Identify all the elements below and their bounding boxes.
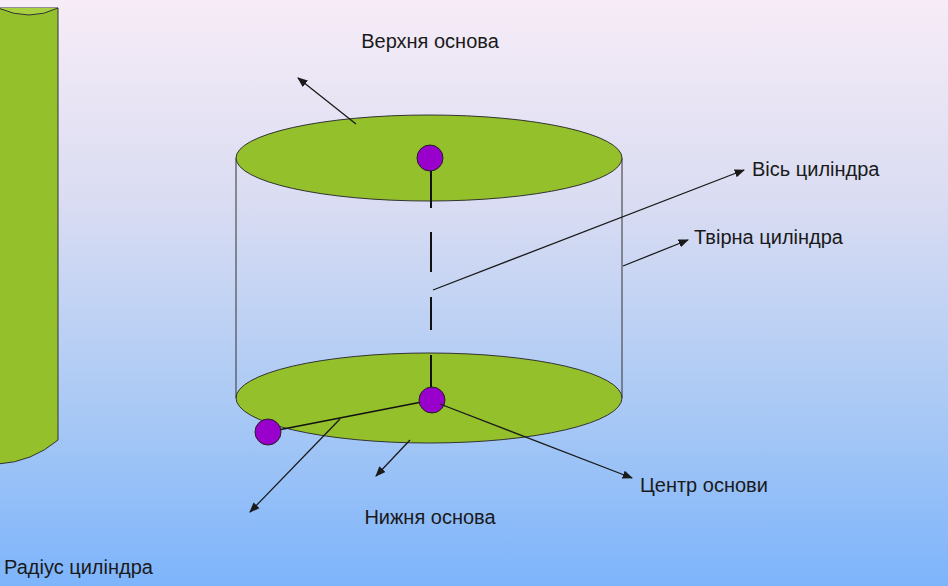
part-label: Нижня основа (364, 506, 495, 529)
radius-line (268, 400, 432, 432)
leader-arrow (250, 78, 744, 512)
generatrix-line (236, 158, 237, 398)
generatrix-line (622, 158, 623, 398)
bottom-base (236, 353, 622, 443)
part-label: Радіус циліндра (4, 556, 153, 579)
side-cylinder-top (0, 8, 58, 15)
part-label: Твірна циліндра (694, 226, 843, 249)
side-cylinder (0, 8, 58, 464)
part-label: Вісь циліндра (752, 158, 879, 181)
point-dot (255, 145, 445, 445)
part-label: Центр основи (640, 474, 768, 497)
part-label: Верхня основа (361, 30, 499, 53)
top-base (236, 115, 622, 201)
cylinder-axis (430, 171, 432, 387)
